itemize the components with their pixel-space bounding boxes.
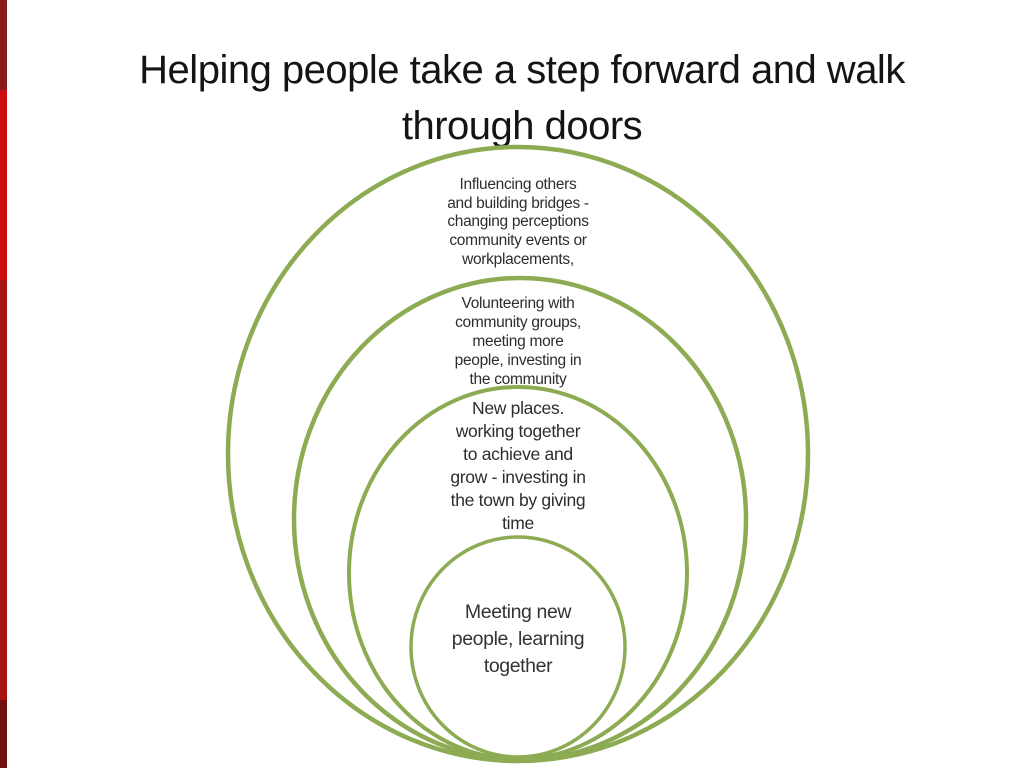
ring-label-line: Influencing others <box>459 176 577 193</box>
ring-label-line: together <box>483 655 553 677</box>
ring-label-line: changing perceptions <box>447 213 589 231</box>
slide-title: Helping people take a step forward and w… <box>60 42 984 154</box>
ring-label-outer: Influencing others and building bridges … <box>398 176 638 270</box>
ring-label-line: community groups, <box>455 314 581 331</box>
ring-label-third: New places. working together to achieve … <box>393 397 643 535</box>
ring-label-line: New places. <box>471 398 565 418</box>
ring-label-second: Volunteering with community groups, meet… <box>398 294 638 389</box>
ring-label-line: grow - investing in <box>450 467 586 487</box>
ring-label-line: community events or <box>449 232 587 250</box>
ring-label-line: people, learning <box>451 628 585 650</box>
ring-label-line: the community <box>469 371 567 388</box>
progress-bar-segment <box>0 280 7 700</box>
ring-label-line: Volunteering with <box>461 295 575 312</box>
ring-label-line: and building bridges - <box>447 194 589 212</box>
ring-label-inner: Meeting new people, learning together <box>403 599 633 680</box>
slide-progress-bar <box>0 0 7 768</box>
circle-outline-inner <box>409 535 627 759</box>
ring-label-line: time <box>502 513 534 533</box>
circle-outline-third <box>347 385 689 761</box>
ring-label-line: Meeting new <box>464 601 572 623</box>
slide-title-line-1: Helping people take a step forward and w… <box>139 48 905 92</box>
progress-bar-segment <box>0 700 7 768</box>
progress-bar-segment <box>0 90 7 280</box>
ring-label-line: to achieve and <box>463 444 573 464</box>
progress-bar-segment <box>0 0 7 90</box>
ring-label-line: working together <box>455 421 581 441</box>
ring-label-line: people, investing in <box>454 352 582 369</box>
ring-label-line: meeting more <box>472 333 564 350</box>
slide-title-line-2: through doors <box>401 104 643 148</box>
ring-label-line: workplacements, <box>462 250 574 268</box>
ring-label-line: the town by giving <box>450 490 586 510</box>
